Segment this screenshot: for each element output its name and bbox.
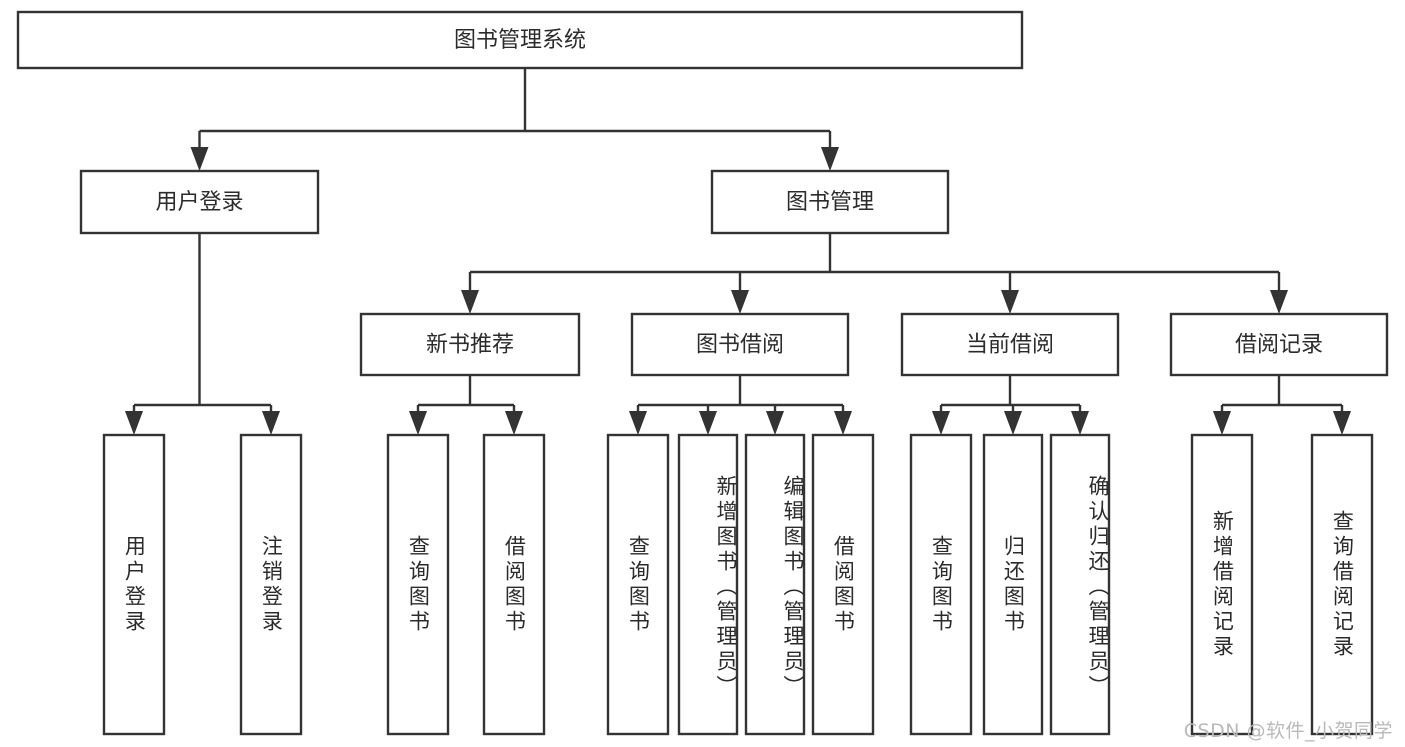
node-box[interactable]	[1310, 433, 1374, 736]
node-box[interactable]	[359, 312, 581, 377]
arrow-head	[731, 290, 749, 314]
node-box[interactable]	[239, 433, 303, 736]
node-label: 用户登录	[155, 190, 243, 215]
node-leaf-return-book[interactable]	[982, 433, 1044, 736]
node-label: 图书借阅	[696, 333, 784, 358]
node-leaf-borrow-book[interactable]	[811, 433, 875, 736]
node-box[interactable]	[606, 433, 670, 736]
node-leaf-logout[interactable]	[239, 433, 303, 736]
node-box[interactable]	[1190, 433, 1254, 736]
node-label: 图书管理	[786, 190, 874, 215]
node-root[interactable]: 图书管理系统	[16, 10, 1024, 70]
node-leaf-user-login[interactable]	[102, 433, 166, 736]
node-leaf-confirm-return[interactable]	[1049, 433, 1111, 736]
node-book-borrow[interactable]: 图书借阅	[630, 312, 850, 377]
arrow-head	[699, 411, 717, 435]
node-label: 图书管理系统	[454, 28, 586, 53]
node-box[interactable]	[710, 169, 950, 235]
node-new-book-recommend[interactable]: 新书推荐	[359, 312, 581, 377]
arrow-head	[190, 147, 209, 171]
arrow-head	[125, 411, 143, 435]
arrow-head	[629, 411, 647, 435]
arrow-head	[821, 147, 839, 171]
arrow-head	[834, 411, 852, 435]
node-box[interactable]	[630, 312, 850, 377]
arrow-head	[1071, 411, 1089, 435]
node-current-borrow[interactable]: 当前借阅	[900, 312, 1120, 377]
arrow-head	[409, 411, 427, 435]
node-user-login[interactable]: 用户登录	[79, 169, 320, 235]
node-box[interactable]	[1169, 312, 1389, 377]
node-box[interactable]	[482, 433, 546, 736]
edges-layer	[125, 68, 1351, 435]
node-leaf-add-book[interactable]	[677, 433, 739, 736]
node-box[interactable]	[79, 169, 320, 235]
node-box[interactable]	[744, 433, 806, 736]
arrow-head	[1001, 290, 1019, 314]
node-borrow-record[interactable]: 借阅记录	[1169, 312, 1389, 377]
node-leaf-edit-book[interactable]	[744, 433, 806, 736]
arrow-head	[1333, 411, 1351, 435]
node-box[interactable]	[909, 433, 973, 736]
node-label: 新书推荐	[426, 333, 514, 358]
node-leaf-query-borrow-record[interactable]	[1310, 433, 1374, 736]
node-box[interactable]	[16, 10, 1024, 70]
arrow-head	[1213, 411, 1231, 435]
node-leaf-query-book-rec[interactable]	[386, 433, 450, 736]
node-book-manage[interactable]: 图书管理	[710, 169, 950, 235]
node-box[interactable]	[1049, 433, 1111, 736]
node-box[interactable]	[386, 433, 450, 736]
arrow-head	[262, 411, 280, 435]
node-leaf-add-borrow-record[interactable]	[1190, 433, 1254, 736]
arrow-head	[1270, 290, 1288, 314]
node-leaf-query-book-cur[interactable]	[909, 433, 973, 736]
arrow-head	[1004, 411, 1022, 435]
node-label: 当前借阅	[966, 333, 1054, 358]
node-box[interactable]	[102, 433, 166, 736]
node-leaf-query-book-borrow[interactable]	[606, 433, 670, 736]
arrow-head	[766, 411, 784, 435]
node-box[interactable]	[982, 433, 1044, 736]
node-leaf-borrow-book-rec[interactable]	[482, 433, 546, 736]
node-box[interactable]	[811, 433, 875, 736]
node-box[interactable]	[677, 433, 739, 736]
watermark-text: CSDN @软件_小贺同学	[1183, 720, 1393, 742]
arrow-head	[461, 290, 479, 314]
arrow-head	[932, 411, 950, 435]
arrow-head	[505, 411, 523, 435]
node-label: 借阅记录	[1235, 333, 1323, 358]
node-box[interactable]	[900, 312, 1120, 377]
